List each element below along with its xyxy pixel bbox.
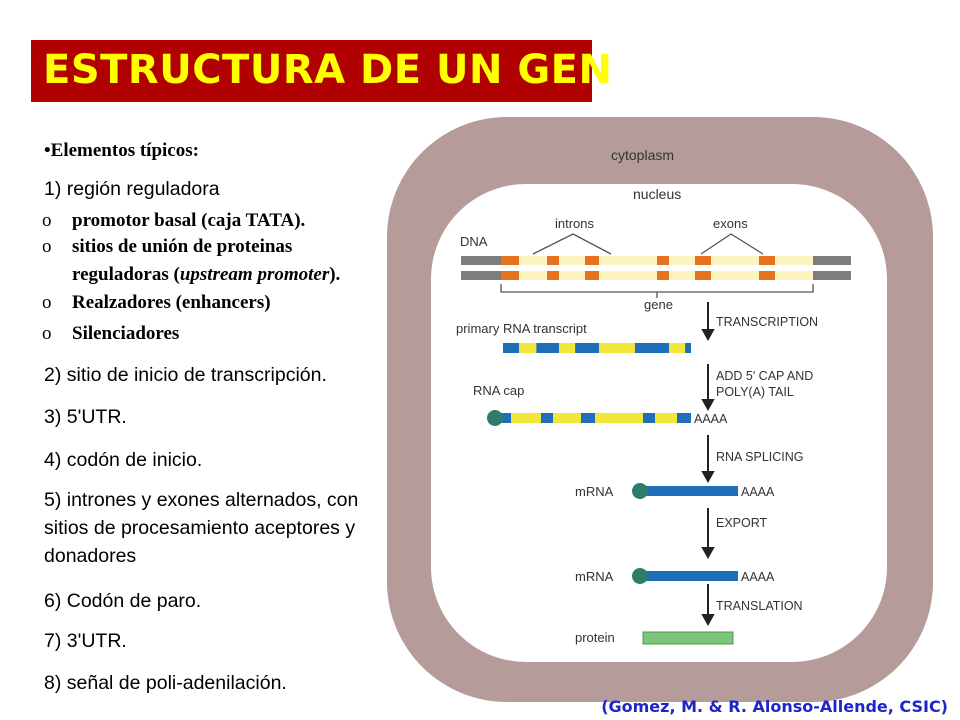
item-regulatory-region: 1) región reguladora [44, 178, 220, 200]
item-introns-exons-line1: 5) intrones y exones alternados, con [44, 489, 359, 511]
mrna-label-1: mRNA [575, 484, 614, 499]
dna-strand [461, 256, 851, 280]
subitem-binding-sites-line1: sitios de unión de proteinas [72, 236, 293, 257]
dna-intron-segment [775, 271, 813, 280]
dna-exon-segment [695, 271, 711, 280]
add-cap-label-1: ADD 5' CAP AND [716, 369, 813, 383]
dna-intron-segment [599, 256, 657, 265]
binding-sites-text-pre: reguladoras ( [72, 264, 180, 285]
item-transcription-start: 2) sitio de inicio de transcripción. [44, 364, 327, 386]
page-title: ESTRUCTURA DE UN GEN [43, 47, 613, 93]
dna-intron-segment [599, 271, 657, 280]
rna-cap-label: RNA cap [473, 383, 524, 398]
mrna-nuclear [632, 483, 738, 499]
add-cap-label-2: POLY(A) TAIL [716, 385, 794, 399]
dna-exon-segment [759, 271, 775, 280]
dna-exon-segment [547, 271, 559, 280]
dna-exon-segment [695, 256, 711, 265]
item-polyadenylation-signal: 8) señal de poli-adenilación. [44, 672, 287, 694]
dna-intron-segment [775, 256, 813, 265]
translation-step-label: TRANSLATION [716, 599, 803, 613]
dna-label: DNA [460, 234, 488, 249]
transcript-intron-segment [669, 343, 686, 353]
item-3utr: 7) 3'UTR. [44, 630, 127, 652]
primary-transcript-label: primary RNA transcript [456, 321, 587, 336]
subitem-basal-promoter: promotor basal (caja TATA). [72, 210, 306, 231]
bullet-marker: o [42, 236, 52, 257]
dna-exon-segment [501, 271, 519, 280]
introns-pointer [532, 233, 612, 255]
dna-exon-segment [585, 256, 599, 265]
upstream-promoter-term: upstream promoter [179, 264, 330, 285]
polya-tail-label-3: AAAA [741, 570, 775, 584]
item-introns-exons-line2: sitios de procesamiento aceptores y [44, 517, 356, 539]
dna-intron-segment [711, 256, 759, 265]
polya-tail-label-2: AAAA [741, 485, 775, 499]
dna-intron-segment [669, 256, 695, 265]
bullet-marker: o [42, 210, 52, 231]
dna-exon-segment [657, 271, 669, 280]
bullet-marker: o [42, 323, 52, 344]
polya-tail-label-1: AAAA [694, 412, 728, 426]
bullet-marker: o [42, 292, 52, 313]
dna-intron-segment [519, 256, 547, 265]
dna-intron-segment [559, 256, 585, 265]
introns-label: introns [555, 216, 595, 231]
subitem-binding-sites-line2: reguladoras (upstream promoter). [72, 264, 340, 286]
gene-label: gene [644, 297, 673, 312]
dna-intron-segment [669, 271, 695, 280]
subitem-silencers: Silenciadores [72, 323, 180, 344]
item-introns-exons-line3: donadores [44, 545, 137, 567]
title-banner: ESTRUCTURA DE UN GEN [31, 40, 612, 102]
transcription-step-label: TRANSCRIPTION [716, 315, 818, 329]
dna-exon-segment [585, 271, 599, 280]
dna-intron-segment [559, 271, 585, 280]
dna-exon-segment [657, 256, 669, 265]
gene-expression-diagram: cytoplasm nucleus introns exons DNA gene… [387, 117, 933, 702]
primary-rna-transcript [503, 343, 691, 353]
transcript-intron-segment [559, 343, 576, 353]
item-5utr: 3) 5'UTR. [44, 406, 127, 428]
dna-exon-segment [501, 256, 519, 265]
transcript-intron-segment [519, 343, 537, 353]
exons-label: exons [713, 216, 748, 231]
splicing-step-label: RNA SPLICING [716, 450, 804, 464]
binding-sites-text-post: ). [329, 264, 341, 285]
item-stop-codon: 6) Codón de paro. [44, 590, 202, 612]
intro-heading: •Elementos típicos: [44, 140, 199, 161]
source-credit: (Gomez, M. & R. Alonso-Allende, CSIC) [601, 697, 948, 716]
cytoplasm-label: cytoplasm [611, 147, 674, 163]
dna-intron-segment [711, 271, 759, 280]
dna-intron-segment [519, 271, 547, 280]
export-step-label: EXPORT [716, 516, 768, 530]
subitem-enhancers: Realzadores (enhancers) [72, 292, 271, 313]
mrna-label-2: mRNA [575, 569, 614, 584]
mrna-cytoplasmic [632, 568, 738, 584]
flow-arrows [701, 302, 715, 627]
protein-label: protein [575, 630, 615, 645]
dna-exon-segment [759, 256, 775, 265]
transcript-intron-segment [599, 343, 635, 353]
exons-pointer [700, 233, 764, 255]
capped-rna-transcript [487, 410, 691, 426]
protein-bar [642, 631, 734, 645]
nucleus-label: nucleus [633, 186, 681, 202]
transcript-intron-segment [595, 413, 643, 423]
item-start-codon: 4) codón de inicio. [44, 449, 203, 471]
transcript-intron-segment [553, 413, 581, 423]
transcript-intron-segment [655, 413, 677, 423]
transcript-intron-segment [511, 413, 541, 423]
dna-exon-segment [547, 256, 559, 265]
